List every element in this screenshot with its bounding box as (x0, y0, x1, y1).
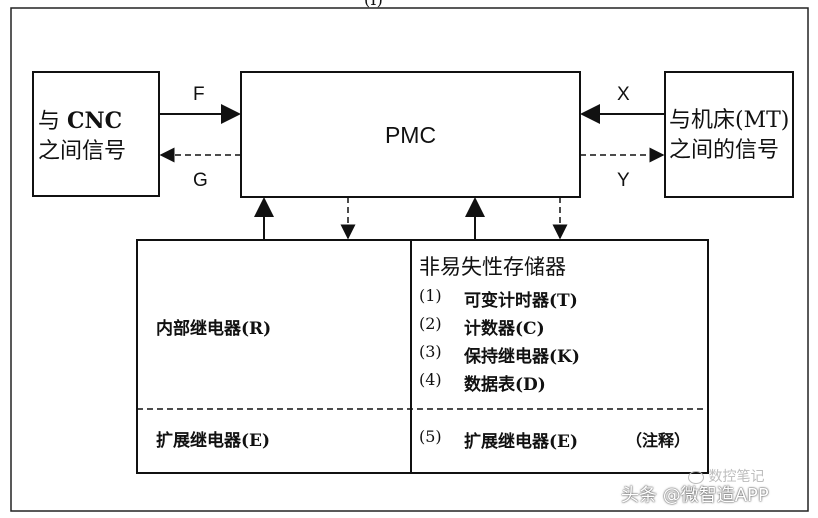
cnc-box (32, 71, 160, 197)
left-ext-relay-label: 扩展继电器(E) (156, 431, 271, 451)
cnc-box-label: 与 CNC 之间信号 (38, 106, 158, 167)
memory-note-label: （注释） (626, 431, 691, 450)
watermark-subtitle: 数控笔记 (688, 466, 764, 486)
cnc-label-line2: 之间信号 (38, 139, 127, 164)
signal-x-label: X (617, 84, 630, 105)
machine-label-line1: 与机床(MT) (669, 108, 790, 133)
memory-item-1-label: 可变计时器(T) (464, 291, 578, 311)
memory-box (136, 239, 709, 474)
watermark-text: 头条 @微智造APP (621, 485, 769, 506)
internal-relay-label: 内部继电器(R) (156, 319, 272, 339)
machine-box-label: 与机床(MT) 之间的信号 (669, 106, 793, 166)
nonvolatile-memory-title: 非易失性存储器 (419, 255, 566, 279)
memory-item-3-label: 保持继电器(K) (464, 347, 580, 367)
memory-item-3-num: (3) (419, 342, 442, 361)
memory-item-5-label: 扩展继电器(E) (464, 432, 579, 452)
cnc-label-en: CNC (67, 108, 123, 134)
memory-item-1-num: (1) (419, 286, 442, 305)
memory-item-4-label: 数据表(D) (464, 375, 546, 395)
signal-y-label: Y (617, 170, 630, 191)
pmc-label: PMC (384, 121, 437, 148)
machine-label-line2: 之间的信号 (669, 138, 780, 163)
memory-item-5-num: (5) (419, 427, 442, 446)
memory-item-2-label: 计数器(C) (464, 319, 545, 339)
top-fragment: (I) (364, 0, 383, 9)
memory-item-2-num: (2) (419, 314, 442, 333)
signal-g-label: G (193, 170, 208, 191)
cnc-label-line1: 与 CNC (38, 106, 158, 137)
memory-item-4-num: (4) (419, 370, 442, 389)
cnc-label-cn: 与 (38, 109, 67, 134)
watermark-text-1: 数控笔记 (708, 469, 765, 485)
signal-f-label: F (193, 84, 205, 105)
outer-frame (10, 7, 809, 512)
machine-box (664, 71, 794, 198)
pmc-box (240, 71, 581, 198)
